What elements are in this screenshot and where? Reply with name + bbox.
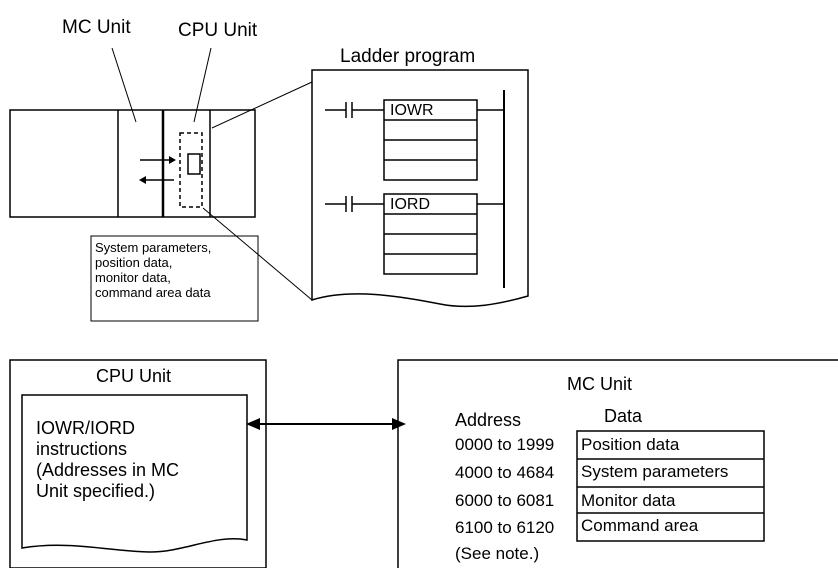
- see-note: (See note.): [455, 544, 540, 563]
- ladder-program-title: Ladder program: [340, 46, 476, 67]
- cpu-unit-title: CPU Unit: [96, 366, 172, 386]
- mc-unit-label: MC Unit: [62, 17, 131, 38]
- cpu-unit-box: [9, 359, 267, 568]
- address-row-1: 4000 to 4684: [455, 463, 555, 482]
- mc-unit-title: MC Unit: [567, 374, 633, 394]
- plc-rack: [9, 109, 256, 218]
- address-row-2: 6000 to 6081: [455, 491, 555, 510]
- ladder-rung-iord: [325, 193, 504, 275]
- data-table: [576, 430, 765, 542]
- data-row-0: Position data: [581, 435, 680, 454]
- data-row-1: System parameters: [581, 462, 729, 481]
- cpu-instruction-text: IOWR/IORD instructions (Addresses in MC …: [36, 418, 180, 501]
- address-row-3: 6100 to 6120: [455, 518, 555, 537]
- data-note-text: System parameters, position data, monito…: [95, 240, 212, 300]
- ladder-sheet: [311, 69, 529, 308]
- data-row-3: Command area: [581, 516, 699, 535]
- cpu-memory-area: [179, 132, 203, 208]
- data-row-2: Monitor data: [581, 491, 676, 510]
- address-header: Address: [455, 410, 522, 430]
- cpu-unit-label: CPU Unit: [178, 20, 258, 41]
- mc-unit-box: [397, 359, 838, 568]
- cpu-instruction-sheet: [21, 394, 248, 553]
- memory-block: [187, 153, 201, 175]
- data-note-box: [90, 235, 259, 322]
- data-header: Data: [604, 406, 643, 426]
- cpu-unit-leader: [193, 47, 212, 123]
- mc-unit-leader: [111, 47, 137, 123]
- iowr-label: IOWR: [390, 102, 434, 119]
- address-row-0: 0000 to 1999: [455, 435, 555, 454]
- iord-label: IORD: [390, 196, 430, 213]
- ladder-rung-iowr: [325, 99, 504, 181]
